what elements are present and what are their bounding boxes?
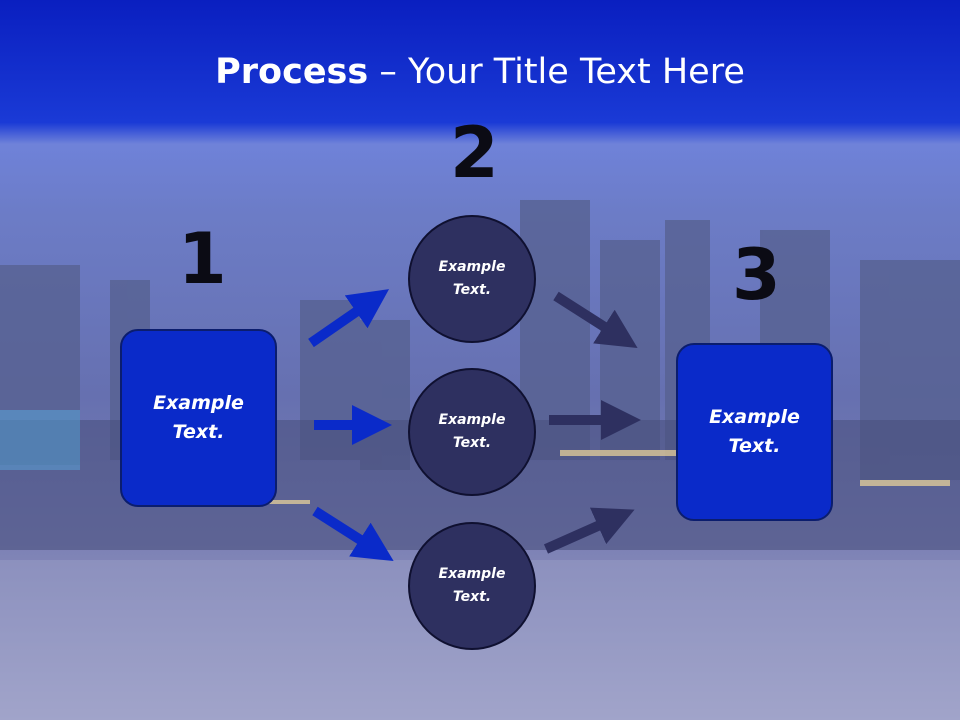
left-box-label: Example Text. — [153, 392, 244, 443]
circle-middle-label: Example Text. — [438, 412, 506, 451]
circle-bottom: Example Text. — [408, 522, 536, 650]
circle-bottom-label: Example Text. — [438, 566, 506, 605]
left-box: Example Text. — [120, 329, 277, 507]
arrow-left-to-top — [308, 289, 390, 348]
step-number-2: 2 — [450, 112, 499, 194]
title-rest: – Your Title Text Here — [368, 52, 745, 92]
title-bold: Process — [215, 52, 369, 92]
circle-top: Example Text. — [408, 215, 536, 343]
right-box-label: Example Text. — [709, 406, 800, 457]
arrow-top-to-right — [553, 291, 638, 349]
arrow-left-to-bottom — [312, 506, 394, 562]
step-number-1: 1 — [178, 218, 227, 300]
right-box: Example Text. — [676, 343, 833, 521]
circle-middle: Example Text. — [408, 368, 536, 496]
slide-title: Process – Your Title Text Here — [0, 52, 960, 92]
arrow-bottom-to-right — [543, 507, 635, 554]
step-number-3: 3 — [732, 234, 781, 316]
circle-top-label: Example Text. — [438, 259, 506, 298]
